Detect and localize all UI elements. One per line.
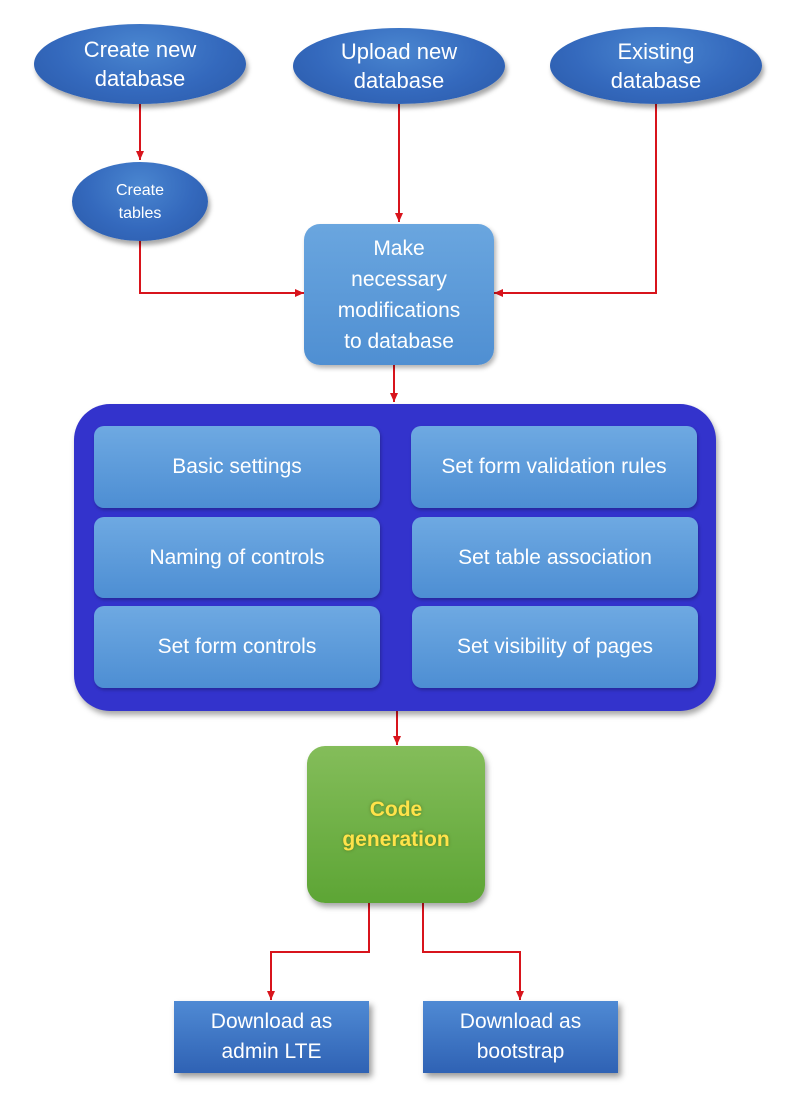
arrow-code-generation-to-bootstrap [422, 903, 524, 1000]
create-new-database-node: Create new database [34, 24, 246, 104]
set-table-association-box: Set table association [412, 517, 698, 598]
naming-of-controls-box: Naming of controls [94, 517, 380, 598]
download-admin-lte-node: Download as admin LTE [174, 1001, 369, 1073]
set-form-controls-box: Set form controls [94, 606, 380, 688]
basic-settings-box: Basic settings [94, 426, 380, 508]
basic-settings-label: Basic settings [172, 455, 302, 478]
download-admin-lte-label: Download as admin LTE [210, 1010, 333, 1063]
create-new-database-label: Create new database [83, 37, 197, 91]
arrow-create-tables-to-modify [139, 241, 304, 297]
upload-new-database-label: Upload new database [340, 39, 458, 93]
make-modifications-node: Make necessary modifications to database [304, 224, 494, 365]
download-bootstrap-node: Download as bootstrap [423, 1001, 618, 1073]
download-bootstrap-label: Download as bootstrap [459, 1010, 582, 1063]
create-tables-node: Create tables [72, 162, 208, 241]
set-visibility-of-pages-box: Set visibility of pages [412, 606, 698, 688]
upload-new-database-node: Upload new database [293, 28, 505, 104]
set-table-association-label: Set table association [458, 545, 652, 569]
make-modifications-label: Make necessary modifications to database [337, 236, 461, 353]
create-tables-label: Create tables [115, 181, 165, 222]
code-generation-node: Code generation [307, 746, 485, 903]
naming-of-controls-label: Naming of controls [149, 545, 325, 569]
arrow-existing-db-to-modify [494, 104, 657, 297]
set-form-controls-label: Set form controls [157, 635, 317, 658]
existing-database-label: Existing database [610, 38, 702, 93]
set-form-validation-rules-label: Set form validation rules [441, 455, 667, 478]
code-generation-label: Code generation [342, 797, 450, 851]
existing-database-node: Existing database [550, 27, 762, 104]
set-visibility-of-pages-label: Set visibility of pages [456, 635, 654, 658]
set-form-validation-rules-box: Set form validation rules [411, 426, 697, 508]
arrow-code-generation-to-admin-lte [267, 903, 370, 1000]
